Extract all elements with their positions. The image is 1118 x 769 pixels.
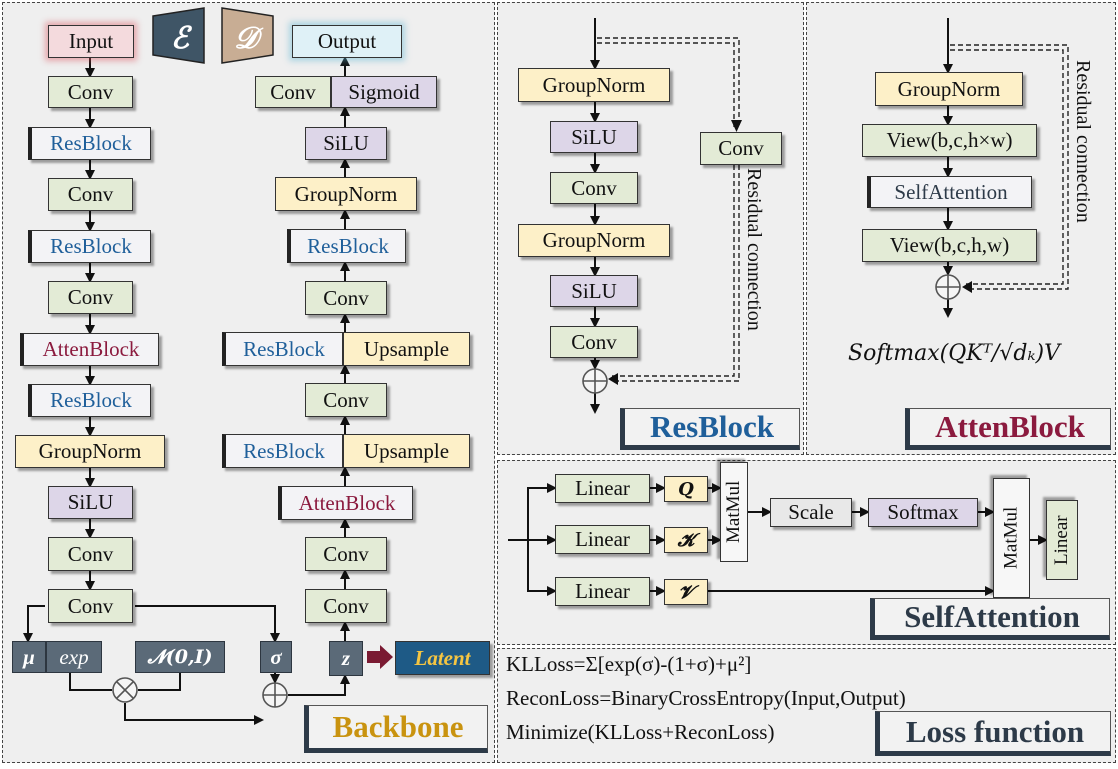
decoder-upsample-1: Upsample (343, 332, 470, 366)
decoder-sigmoid: Sigmoid (331, 76, 437, 108)
decoder-icon (221, 7, 274, 64)
selfattention-k-box: 𝓚 (664, 527, 708, 553)
decoder-conv-3: Conv (305, 537, 387, 571)
normal-distribution-box: 𝓝(0,I) (135, 641, 225, 673)
attenblock-residual-label: Residual connection (1072, 60, 1094, 223)
decoder-conv-4: Conv (305, 589, 387, 623)
selfattention-linear-k: Linear (555, 525, 650, 554)
decoder-resblock-1: ResBlock (287, 229, 406, 263)
decoder-groupnorm: GroupNorm (275, 177, 417, 211)
resblock-title: ResBlock (620, 408, 800, 450)
latent-box: Latent (395, 641, 490, 675)
encoder-resblock-2: ResBlock (28, 230, 151, 263)
recon-loss-equation: ReconLoss=BinaryCrossEntropy(Input,Outpu… (506, 686, 906, 710)
sigma-box: σ (260, 641, 292, 673)
attenblock-view-2: View(b,c,h,w) (862, 229, 1037, 262)
backbone-title: Backbone (304, 705, 488, 753)
selfattention-q-box: 𝑸 (664, 476, 708, 502)
input-box: Input (48, 25, 134, 58)
decoder-conv-1: Conv (305, 281, 387, 315)
resblock-skip-conv: Conv (700, 132, 782, 165)
resblock-groupnorm-2: GroupNorm (518, 224, 670, 257)
selfattention-linear-q: Linear (555, 474, 650, 503)
encoder-icon (152, 7, 205, 64)
resblock-silu-1: SiLU (550, 121, 638, 153)
encoder-resblock-1: ResBlock (28, 127, 151, 160)
decoder-conv-top: Conv (255, 76, 331, 108)
encoder-symbol: ℰ (170, 20, 190, 56)
selfattention-matmul-2: MatMul (993, 478, 1030, 598)
decoder-attenblock: AttenBlock (278, 486, 413, 520)
loss-title: Loss function (875, 711, 1111, 756)
encoder-silu: SiLU (48, 486, 133, 519)
encoder-conv-5: Conv (48, 589, 133, 623)
decoder-conv-2: Conv (305, 383, 387, 417)
selfattention-softmax: Softmax (868, 498, 978, 527)
attention-formula: Softmax(QKᵀ/√dₖ)V (848, 340, 1060, 366)
decoder-upsample-2: Upsample (343, 434, 470, 468)
selfattention-linear-out: Linear (1046, 500, 1078, 580)
resblock-residual-label: Residual connection (743, 168, 765, 331)
attenblock-selfattention: SelfAttention (867, 176, 1032, 208)
kl-loss-equation: KLLoss=Σ[exp(σ)-(1+σ)+μ²] (506, 652, 752, 676)
output-box: Output (292, 25, 402, 58)
decoder-resblock-3: ResBlock (222, 434, 343, 468)
z-box: z (329, 641, 363, 676)
resblock-groupnorm-1: GroupNorm (518, 68, 670, 102)
encoder-groupnorm: GroupNorm (15, 435, 165, 468)
encoder-resblock-3: ResBlock (28, 384, 151, 417)
selfattention-v-box: 𝓥 (664, 579, 708, 605)
decoder-silu: SiLU (305, 127, 387, 160)
encoder-conv-2: Conv (48, 178, 133, 211)
attenblock-groupnorm: GroupNorm (875, 72, 1023, 106)
encoder-attenblock: AttenBlock (20, 333, 159, 366)
resblock-silu-2: SiLU (550, 275, 638, 307)
selfattention-matmul-1: MatMul (720, 462, 748, 562)
decoder-symbol: 𝒟 (234, 20, 258, 56)
attenblock-view-1: View(b,c,h×w) (862, 124, 1037, 157)
attenblock-title: AttenBlock (905, 408, 1111, 450)
decoder-resblock-2: ResBlock (222, 332, 343, 366)
encoder-conv-1: Conv (48, 76, 133, 108)
latent-arrow-icon (367, 645, 393, 669)
encoder-conv-3: Conv (48, 281, 133, 314)
minimize-equation: Minimize(KLLoss+ReconLoss) (506, 720, 775, 744)
resblock-conv-1: Conv (550, 172, 638, 204)
exp-box: exp (46, 641, 102, 673)
selfattention-title: SelfAttention (870, 598, 1110, 640)
mu-box: μ (12, 641, 46, 673)
encoder-conv-4: Conv (48, 537, 133, 571)
resblock-conv-2: Conv (550, 326, 638, 358)
selfattention-scale: Scale (770, 498, 852, 527)
selfattention-linear-v: Linear (555, 577, 650, 606)
